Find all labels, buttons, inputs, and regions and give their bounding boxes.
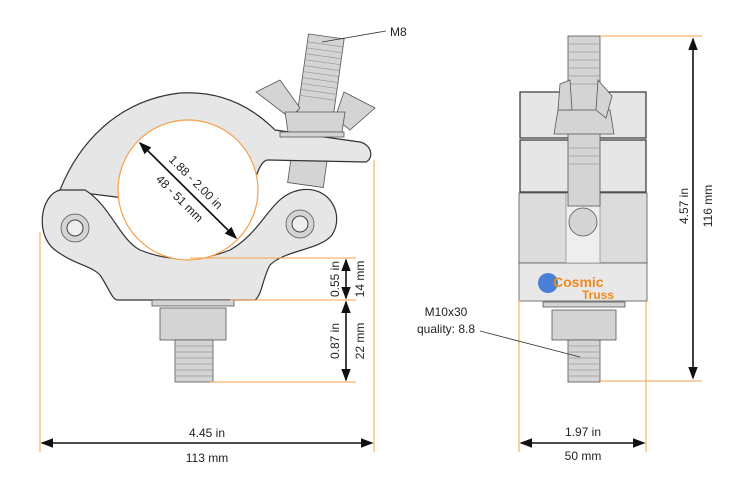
pivot-pin-left [60, 213, 90, 243]
diameter-arrow [138, 141, 238, 240]
side-width-mm: 113 mm [186, 451, 228, 465]
bolt-height-mm: 22 mm [353, 323, 367, 360]
cosmic-truss-logo: Cosmic Truss [538, 273, 614, 302]
side-view: 1.88 - 2.00 in 48 - 51 mm M8 0.55 in 14 … [39, 25, 407, 465]
side-width-in: 4.45 in [189, 426, 225, 440]
front-width-in: 1.97 in [565, 425, 601, 439]
front-bottom-bolt [542, 301, 626, 383]
jaw-height-mm: 14 mm [353, 261, 367, 298]
pivot-pin-right [285, 209, 315, 239]
globe-icon [538, 273, 558, 293]
bolt-quality: quality: 8.8 [417, 322, 475, 336]
logo-line1: Cosmic [553, 274, 604, 290]
bottom-bolt [151, 299, 235, 383]
front-bolt [553, 35, 615, 207]
jaw-height-in: 0.55 in [328, 261, 342, 297]
front-height-in: 4.57 in [677, 188, 691, 224]
m10-leader [479, 330, 581, 358]
m8-label: M8 [390, 25, 407, 39]
logo-line2: Truss [582, 288, 614, 302]
bolt-spec: M10x30 [425, 305, 468, 319]
m8-leader [321, 30, 387, 43]
bolt-height-in: 0.87 in [328, 323, 342, 359]
front-view: Cosmic Truss 4.57 in 116 mm 1.97 in 50 m… [417, 35, 715, 463]
wing-nut [255, 79, 376, 138]
front-height-mm: 116 mm [701, 185, 715, 227]
front-width-mm: 50 mm [565, 449, 602, 463]
